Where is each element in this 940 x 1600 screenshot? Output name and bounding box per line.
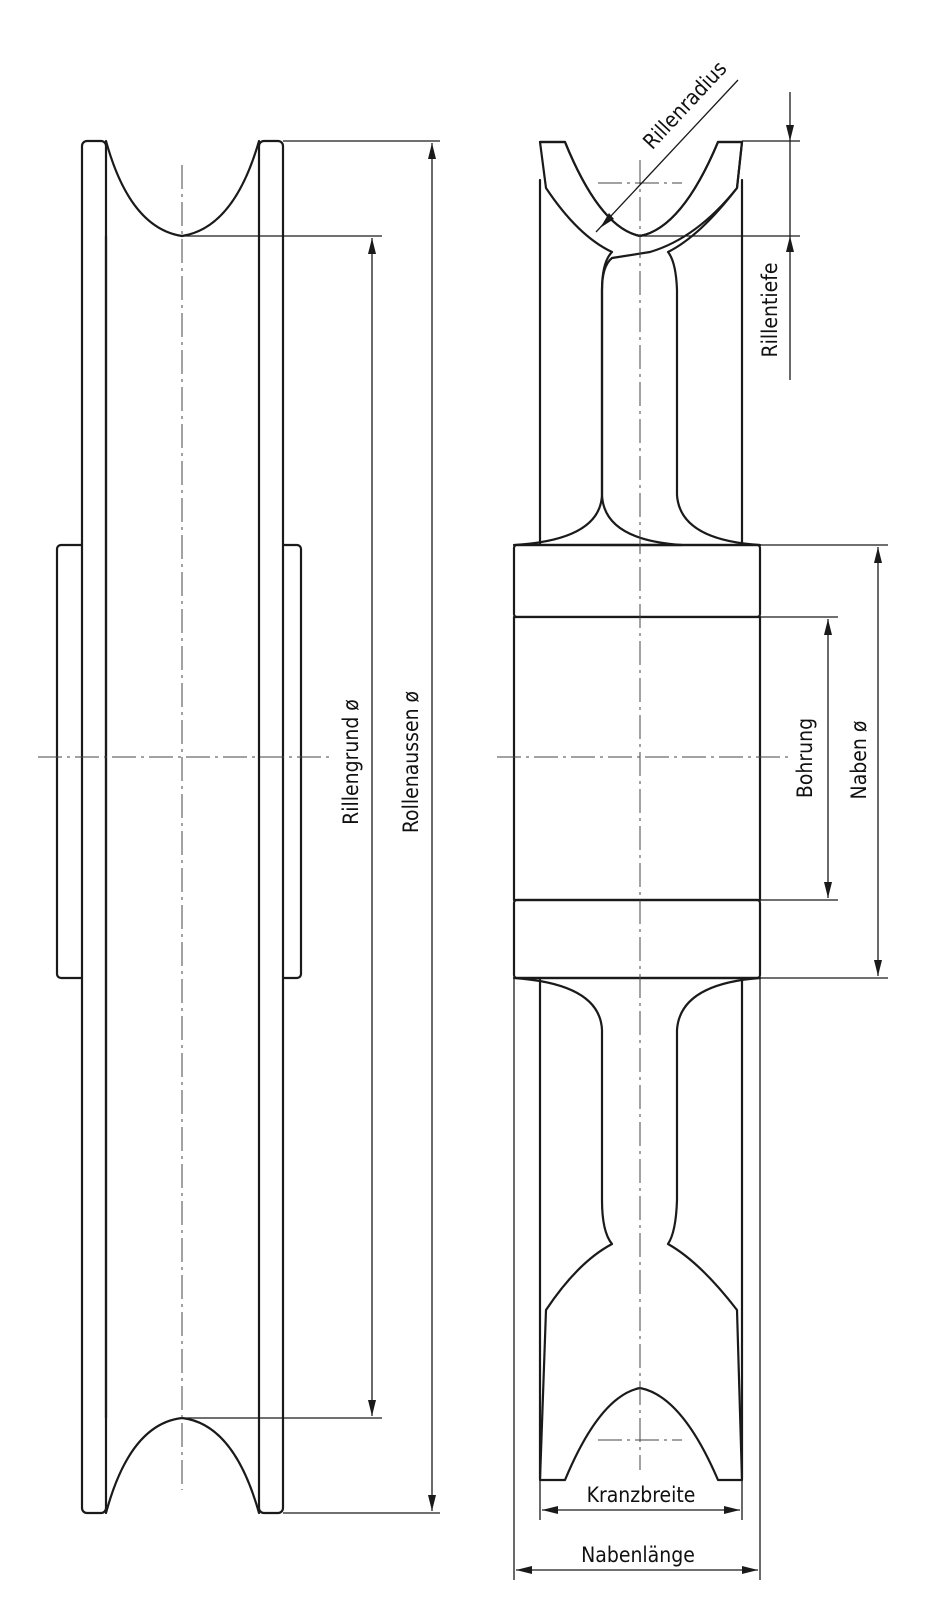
label-rillentiefe: Rillentiefe [758,262,782,357]
hub-section-bottom [512,898,762,980]
label-rillenradius: Rillenradius [638,56,731,153]
label-bohrung: Bohrung [793,718,817,798]
label-rillengrund: Rillengrund ø [339,699,363,825]
side-view: Rillengrund ø Rollenaussen ø [38,139,440,1515]
flange-right [257,139,285,1515]
label-rollenaussen: Rollenaussen ø [399,691,423,833]
section-rim-top [538,140,744,547]
section-rim-bottom [512,976,762,1482]
bore [512,615,762,902]
hub-section-top [512,543,762,619]
leader-rillenradius [595,79,739,233]
section-view: Rillenradius Rillentiefe Bohrung Naben ø… [497,56,888,1580]
label-naben: Naben ø [847,721,871,800]
label-kranzbreite: Kranzbreite [587,1483,696,1507]
flange-left [80,139,108,1515]
label-nabenlaenge: Nabenlänge [581,1543,695,1567]
